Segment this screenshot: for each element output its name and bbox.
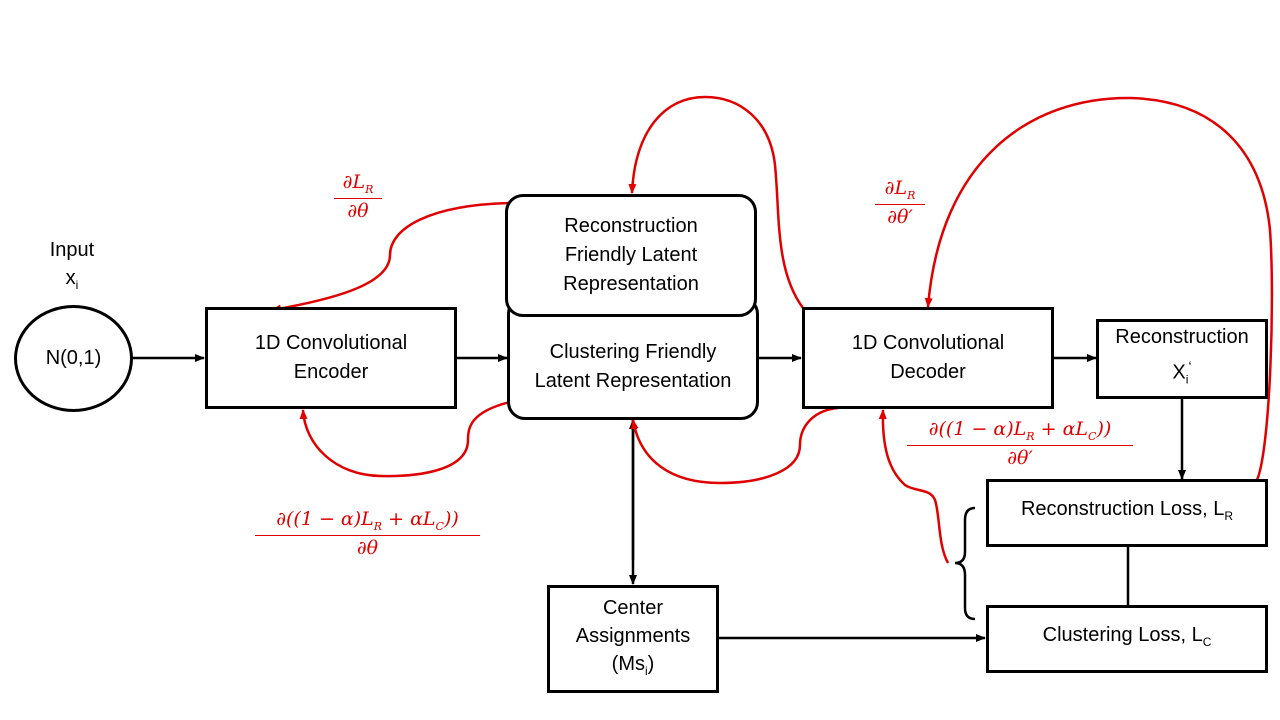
- centers-box: Center Assignments (Msi): [547, 585, 719, 693]
- reconstruction-variable: Xi‘: [1172, 358, 1192, 387]
- cluster-loss-box: Clustering Loss, LC: [986, 605, 1268, 673]
- decoder-line2: Decoder: [890, 361, 966, 383]
- grad-arrow-loss-to-decoder: [924, 96, 1274, 481]
- centers-line1: Center: [602, 596, 664, 619]
- recon-latent-line1: Reconstruction: [564, 215, 698, 237]
- grad-encoder-total-formula: ∂((1 − α)LR + αLC)) ∂θ: [255, 508, 480, 559]
- reconstruction-box: Reconstruction Xi‘: [1096, 319, 1268, 399]
- grad-encoder-total-den: ∂θ: [356, 536, 379, 559]
- reconstruction-line1: Reconstruction: [1115, 326, 1249, 349]
- cluster-loss-label: Clustering Loss, LC: [1042, 624, 1212, 649]
- grad-decoder-recon-den: ∂θ′: [887, 205, 913, 228]
- encoder-box: 1D Convolutional Encoder: [205, 307, 457, 409]
- recon-loss-box: Reconstruction Loss, LR: [986, 479, 1268, 547]
- grad-encoder-total-num: ∂((1 − α)LR + αLC)): [255, 508, 480, 536]
- grad-arrow-recon-to-encoder: [271, 201, 511, 313]
- cluster-latent-line2: Latent Representation: [534, 370, 732, 392]
- encoder-line1: 1D Convolutional: [254, 332, 408, 354]
- grad-decoder-total-den: ∂θ′: [1007, 446, 1033, 469]
- grad-decoder-recon-formula: ∂LR ∂θ′: [875, 177, 925, 228]
- input-label: Input xi: [36, 236, 108, 299]
- grad-arrow-decoder-to-recon-latent: [628, 95, 805, 309]
- decoder-box: 1D Convolutional Decoder: [802, 307, 1054, 409]
- decoder-line1: 1D Convolutional: [851, 332, 1005, 354]
- bracket-losses: [954, 506, 976, 621]
- recon-latent-box: Reconstruction Friendly Latent Represent…: [505, 194, 757, 317]
- grad-decoder-total-num: ∂((1 − α)LR + αLC)): [907, 418, 1133, 446]
- encoder-line2: Encoder: [293, 361, 369, 383]
- cluster-latent-line1: Clustering Friendly: [549, 341, 717, 363]
- grad-encoder-recon-num: ∂LR: [334, 171, 382, 199]
- grad-decoder-recon-num: ∂LR: [875, 177, 925, 205]
- grad-encoder-recon-formula: ∂LR ∂θ: [334, 171, 382, 222]
- grad-arrow-cluster-to-encoder: [299, 400, 511, 478]
- grad-arrow-bracket-to-decoder: [878, 409, 950, 564]
- grad-encoder-recon-den: ∂θ: [347, 199, 369, 222]
- centers-line3: (Msi): [611, 652, 655, 678]
- grad-decoder-total-formula: ∂((1 − α)LR + αLC)) ∂θ′: [907, 418, 1133, 469]
- input-node-label: N(0,1): [45, 347, 102, 369]
- input-node: N(0,1): [14, 305, 133, 412]
- input-title: Input: [49, 239, 95, 261]
- centers-line2: Assignments: [575, 624, 691, 647]
- grad-arrow-decoder-to-cluster-latent: [630, 406, 839, 485]
- recon-latent-line2: Friendly Latent: [564, 244, 698, 266]
- recon-loss-label: Reconstruction Loss, LR: [1020, 498, 1234, 523]
- input-variable: xi: [65, 267, 79, 292]
- recon-latent-line3: Representation: [563, 273, 699, 295]
